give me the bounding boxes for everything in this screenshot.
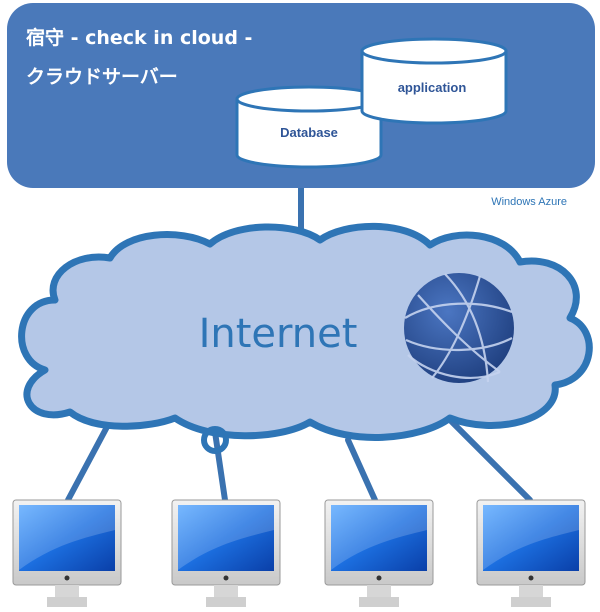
database-cylinder: Database	[235, 85, 383, 169]
platform-label: Windows Azure	[491, 196, 567, 208]
client-monitor-4	[476, 499, 586, 607]
application-cylinder: application	[360, 37, 508, 125]
server-title-line1: 宿守 - check in cloud -	[26, 26, 252, 49]
client-monitor-3	[324, 499, 434, 607]
client-monitor-1	[12, 499, 122, 607]
client-monitor-2	[171, 499, 281, 607]
client-connectors	[65, 417, 533, 503]
database-label: Database	[280, 125, 338, 140]
connector-loop	[201, 426, 229, 454]
globe-icon	[404, 273, 514, 383]
server-title-line2: クラウドサーバー	[26, 66, 178, 88]
application-label: application	[398, 80, 467, 95]
internet-label: Internet	[199, 311, 358, 357]
